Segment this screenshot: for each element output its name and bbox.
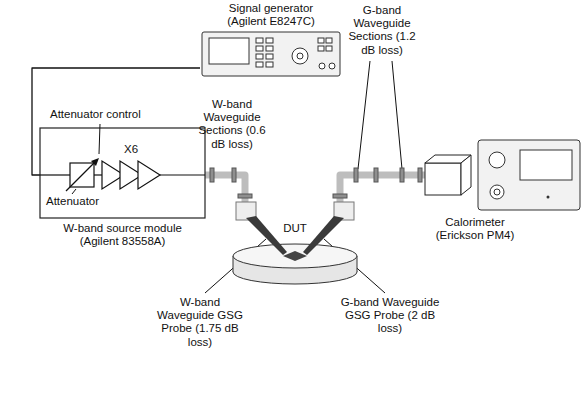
source-module-box: W-band source module (Agilent 83558A) — [40, 128, 205, 252]
leader-line — [392, 61, 402, 169]
component-label: Attenuator — [46, 195, 99, 208]
calorimeter-instrument — [520, 150, 572, 180]
signal-generator-instrument — [266, 62, 273, 67]
attenuator-symbol — [66, 161, 96, 191]
probe-station-chuck — [233, 244, 357, 268]
signal-generator-instrument — [297, 53, 303, 59]
attenuator-symbol — [66, 158, 99, 191]
label-slot: X6 — [124, 143, 138, 156]
leader-line — [72, 189, 76, 194]
probe-station-chuck — [233, 256, 234, 272]
gsg-probe — [303, 216, 344, 255]
signal-generator-instrument — [318, 46, 324, 51]
waveguide-flange — [210, 168, 422, 198]
waveguide-flange — [400, 168, 404, 182]
attenuator-symbol — [91, 158, 99, 166]
waveguide-flange — [374, 168, 378, 182]
label-slot: W-band Waveguide Sections (0.6 dB loss) — [190, 98, 274, 151]
leader-line — [72, 61, 402, 293]
node-label: Signal generator (Agilent E8247C) — [215, 2, 327, 28]
signal-generator-instrument — [209, 38, 249, 64]
signal-generator-instrument — [292, 48, 308, 64]
label-slot: Attenuator — [46, 195, 99, 208]
signal-generator-instrument — [326, 38, 332, 43]
source-module-housing — [40, 128, 205, 218]
label-slot: Attenuator control — [50, 108, 141, 121]
label-slot: G-band Waveguide GSG Probe (2 dB loss) — [340, 296, 440, 336]
label-slot: G-band Waveguide Sections (1.2 dB loss) — [340, 4, 424, 57]
instrument-node: Signal generator (Agilent E8247C) — [200, 2, 342, 80]
signal-generator-instrument — [202, 32, 340, 76]
signal-generator-instrument — [266, 46, 273, 51]
amplifier-symbol — [138, 161, 160, 189]
calorimeter-instrument — [547, 196, 550, 199]
probe-label: G-band Waveguide GSG Probe (2 dB loss) — [340, 296, 440, 336]
multiplier-label: X6 — [124, 143, 138, 156]
signal-generator-instrument — [266, 38, 273, 43]
waveguide-flange — [354, 168, 358, 182]
dut-chuck: DUT — [233, 218, 357, 282]
node-label: Calorimeter (Erickson PM4) — [425, 216, 525, 242]
calorimeter-instrument — [489, 152, 505, 168]
probe-label: W-band Waveguide GSG Probe (1.75 dB loss… — [150, 296, 250, 349]
waveguide-flange — [333, 194, 347, 198]
calorimeter-instrument — [461, 155, 471, 195]
probe-station-chuck — [233, 244, 357, 284]
waveguide-flange — [238, 194, 252, 198]
probe-station-chuck — [357, 256, 358, 272]
label-slot: W-band Waveguide GSG Probe (1.75 dB loss… — [150, 296, 250, 349]
calorimeter-instrument — [490, 185, 504, 199]
signal-generator-instrument — [318, 38, 324, 43]
calorimeter-instrument — [425, 140, 580, 210]
amplifier-symbol — [102, 161, 160, 189]
calorimeter-instrument — [494, 189, 500, 195]
node-label: W-band source module (Agilent 83558A) — [48, 222, 198, 248]
waveguide-label: W-band Waveguide Sections (0.6 dB loss) — [190, 98, 274, 151]
signal-generator-instrument — [329, 63, 335, 69]
source-module-housing — [160, 174, 205, 175]
calorimeter-instrument — [478, 140, 580, 210]
control-label: Attenuator control — [50, 108, 141, 121]
signal-generator-instrument — [266, 54, 273, 59]
leader-line — [358, 61, 370, 169]
signal-generator-instrument — [202, 32, 340, 76]
waveguide-flange — [232, 168, 236, 182]
source-module-housing — [40, 128, 205, 218]
instrument-node: Calorimeter (Erickson PM4) — [425, 140, 582, 246]
leader-line — [99, 124, 100, 154]
signal-generator-instrument — [256, 54, 263, 59]
gsg-probe — [236, 202, 354, 255]
calorimeter-instrument — [425, 163, 461, 195]
gsg-probe — [246, 216, 287, 255]
signal-generator-instrument — [256, 38, 263, 43]
rf-cable — [32, 68, 200, 175]
signal-generator-instrument — [256, 62, 263, 67]
signal-generator-instrument — [256, 46, 263, 51]
waveguide-label: G-band Waveguide Sections (1.2 dB loss) — [340, 4, 424, 57]
probe-station-chuck — [283, 251, 307, 261]
waveguide-flange — [210, 168, 214, 182]
waveguide-flange — [418, 168, 422, 182]
signal-generator-instrument — [319, 63, 325, 69]
node-label: DUT — [265, 222, 325, 235]
source-module-housing — [94, 174, 102, 175]
signal-generator-instrument — [326, 46, 332, 51]
source-module-housing — [40, 174, 70, 175]
